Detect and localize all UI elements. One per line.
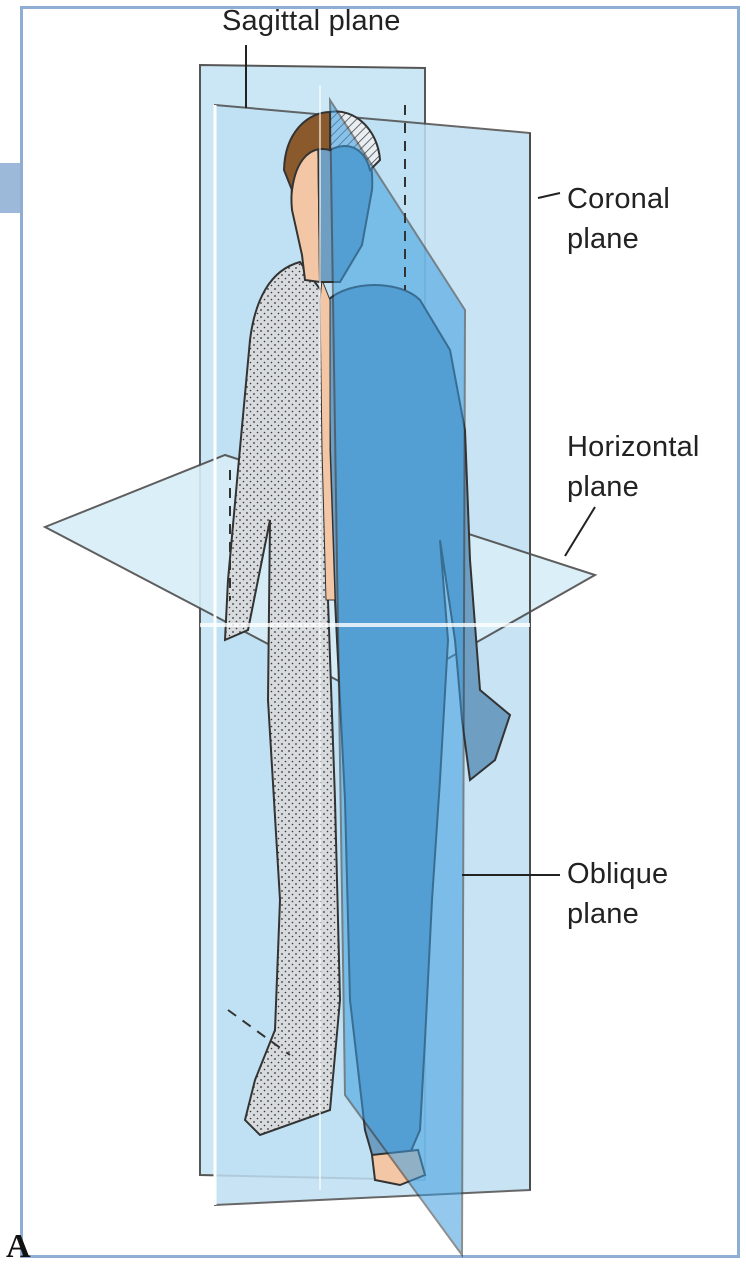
- horizontal-plane-label-line1: Horizontal: [567, 428, 700, 466]
- oblique-plane-label-line2: plane: [567, 895, 639, 933]
- horizontal-plane-label-line2: plane: [567, 468, 639, 506]
- coronal-plane-label-line2: plane: [567, 220, 639, 258]
- coronal-plane-label-line1: Coronal: [567, 180, 670, 218]
- panel-letter: A: [6, 1228, 31, 1266]
- horizontal-leader: [565, 507, 595, 556]
- coronal-leader: [538, 193, 560, 198]
- oblique-plane-label-line1: Oblique: [567, 855, 668, 893]
- sagittal-plane-label: Sagittal plane: [222, 2, 401, 40]
